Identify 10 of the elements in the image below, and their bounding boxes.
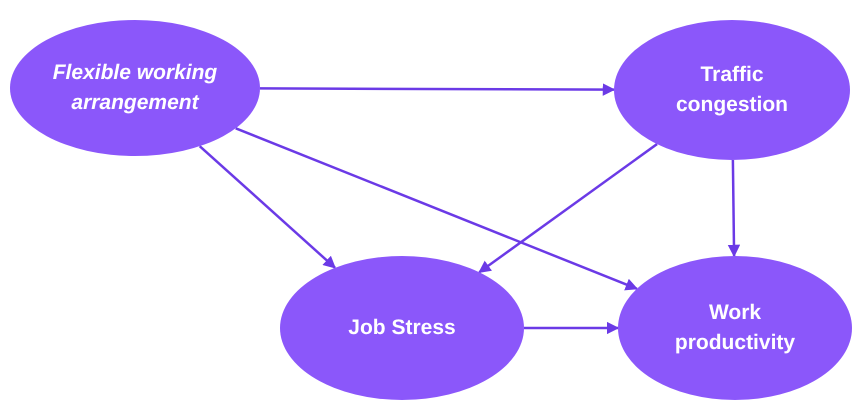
arrow <box>198 145 336 269</box>
node-label: Flexible working arrangement <box>52 60 218 116</box>
arrow <box>478 143 658 274</box>
node-label: Job Stress <box>348 315 456 341</box>
node-label: Work productivity <box>674 300 796 356</box>
arrow <box>260 83 616 96</box>
arrow <box>235 127 638 290</box>
arrow <box>728 160 740 258</box>
node-label: Traffic congestion <box>674 62 789 118</box>
arrow <box>524 322 620 334</box>
